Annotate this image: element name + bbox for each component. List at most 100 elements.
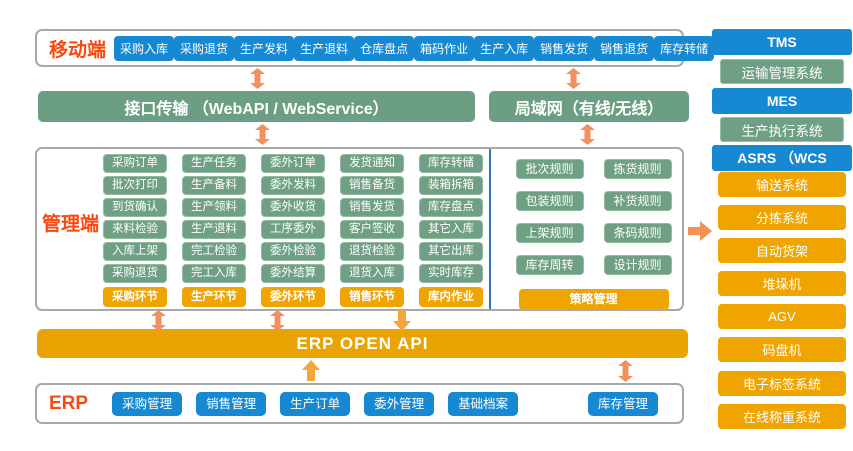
management-module-grid: 采购订单批次打印到货确认来料检验入库上架采购退货采购环节生产任务生产备料生产领料…	[103, 154, 483, 307]
management-module-node: 其它出库	[419, 242, 483, 261]
erp-module-node: 销售管理	[196, 391, 267, 416]
external-system-node: 电子标签系统	[718, 371, 846, 396]
rule-node: 拣货规则	[603, 159, 672, 179]
management-column: 生产任务生产备料生产领料生产退料完工检验完工入库生产环节	[182, 154, 246, 307]
updown-arrow-icon	[566, 68, 581, 89]
rule-node: 批次规则	[515, 159, 584, 179]
rule-node: 设计规则	[603, 255, 672, 275]
management-module-node: 生产退料	[182, 220, 246, 239]
rules-row: 上架规则条码规则	[515, 223, 672, 243]
interface-transport-bar: 接口传输 （WebAPI / WebService）	[38, 91, 475, 122]
management-module-node: 发货通知	[340, 154, 404, 173]
management-stage-node: 委外环节	[261, 287, 325, 307]
external-system-node: 码盘机	[718, 337, 846, 362]
management-module-node: 库存盘点	[419, 198, 483, 217]
management-module-node: 到货确认	[103, 198, 167, 217]
management-stage-node: 销售环节	[340, 287, 404, 307]
management-module-node: 工序委外	[261, 220, 325, 239]
management-module-node: 销售发货	[340, 198, 404, 217]
management-module-node: 采购退货	[103, 264, 167, 283]
mobile-module-node: 生产发料	[234, 35, 295, 61]
management-stage-node: 生产环节	[182, 287, 246, 307]
up-arrow-icon	[302, 360, 320, 381]
mobile-module-node: 生产入库	[474, 35, 535, 61]
erp-module-node: 库存管理	[588, 391, 658, 416]
erp-module-node: 生产订单	[280, 391, 351, 416]
management-column: 库存转储装箱拆箱库存盘点其它入库其它出库实时库存库内作业	[419, 154, 483, 307]
mobile-module-node: 销售退货	[594, 35, 655, 61]
management-module-node: 实时库存	[419, 264, 483, 283]
rule-node: 补货规则	[603, 191, 672, 211]
management-stage-node: 库内作业	[419, 287, 483, 307]
erp-module-list: 采购管理销售管理生产订单委外管理基础档案	[112, 391, 519, 416]
right-arrow-icon	[688, 221, 712, 241]
management-module-node: 其它入库	[419, 220, 483, 239]
rule-node: 包装规则	[515, 191, 584, 211]
management-module-node: 委外订单	[261, 154, 325, 173]
management-module-node: 入库上架	[103, 242, 167, 261]
updown-arrow-icon	[580, 124, 595, 145]
strategy-management-node: 策略管理	[518, 289, 669, 310]
external-system-node: 输送系统	[718, 172, 846, 197]
updown-arrow-icon	[151, 310, 166, 331]
updown-arrow-icon	[250, 68, 265, 89]
down-arrow-icon	[393, 310, 411, 331]
mobile-module-node: 仓库盘点	[354, 35, 415, 61]
strategy-rules-panel: 批次规则拣货规则包装规则补货规则上架规则条码规则库存周转设计规则策略管理	[505, 149, 682, 310]
rules-row: 包装规则补货规则	[515, 191, 672, 211]
erp-openapi-bar: ERP OPEN API	[37, 329, 688, 358]
erp-module-list-right: 库存管理	[588, 391, 658, 416]
erp-panel: ERP 采购管理销售管理生产订单委外管理基础档案 库存管理	[35, 383, 684, 424]
rule-node: 条码规则	[603, 223, 672, 243]
external-system-node: 生产执行系统	[720, 117, 844, 142]
management-column: 委外订单委外发料委外收货工序委外委外检验委外结算委外环节	[261, 154, 325, 307]
management-module-node: 退货入库	[340, 264, 404, 283]
updown-arrow-icon	[255, 124, 270, 145]
external-system-node: TMS	[712, 29, 852, 55]
management-module-node: 委外收货	[261, 198, 325, 217]
management-module-node: 委外结算	[261, 264, 325, 283]
management-module-node: 退货检验	[340, 242, 404, 261]
management-module-node: 生产领料	[182, 198, 246, 217]
management-module-node: 完工检验	[182, 242, 246, 261]
mobile-panel: 移动端 采购入库采购退货生产发料生产退料仓库盘点箱码作业生产入库销售发货销售退货…	[35, 29, 715, 67]
external-system-node: AGV	[718, 304, 846, 329]
management-module-node: 采购订单	[103, 154, 167, 173]
external-system-node: 堆垛机	[718, 271, 846, 296]
management-module-node: 装箱拆箱	[419, 176, 483, 195]
mobile-module-node: 销售发货	[534, 35, 595, 61]
updown-arrow-icon	[270, 310, 285, 331]
panel-divider	[489, 149, 491, 309]
management-panel: 管理端 采购订单批次打印到货确认来料检验入库上架采购退货采购环节生产任务生产备料…	[35, 147, 684, 311]
rules-row: 批次规则拣货规则	[515, 159, 672, 179]
external-system-node: 运输管理系统	[720, 59, 844, 84]
external-system-node: MES	[712, 88, 852, 114]
management-module-node: 客户签收	[340, 220, 404, 239]
rule-node: 上架规则	[515, 223, 584, 243]
management-module-node: 库存转储	[419, 154, 483, 173]
external-system-node: 自动货架	[718, 238, 846, 263]
external-system-node: ASRS （WCS	[712, 145, 852, 171]
external-system-node: 在线称重系统	[718, 404, 846, 429]
management-stage-node: 采购环节	[103, 287, 167, 307]
mobile-module-node: 采购入库	[114, 35, 175, 61]
erp-module-node: 采购管理	[112, 391, 183, 416]
management-column: 采购订单批次打印到货确认来料检验入库上架采购退货采购环节	[103, 154, 167, 307]
mobile-module-list: 采购入库采购退货生产发料生产退料仓库盘点箱码作业生产入库销售发货销售退货库存转储	[114, 35, 715, 61]
mobile-module-node: 箱码作业	[414, 35, 475, 61]
management-module-node: 生产备料	[182, 176, 246, 195]
mobile-module-node: 库存转储	[654, 35, 715, 61]
management-panel-title: 管理端	[42, 214, 100, 235]
management-module-node: 生产任务	[182, 154, 246, 173]
management-module-node: 委外发料	[261, 176, 325, 195]
management-module-node: 来料检验	[103, 220, 167, 239]
mobile-module-node: 采购退货	[174, 35, 235, 61]
management-module-node: 销售备货	[340, 176, 404, 195]
management-module-node: 批次打印	[103, 176, 167, 195]
external-system-node: 分拣系统	[718, 205, 846, 230]
management-module-node: 完工入库	[182, 264, 246, 283]
erp-module-node: 基础档案	[448, 391, 519, 416]
updown-arrow-icon	[618, 360, 633, 382]
